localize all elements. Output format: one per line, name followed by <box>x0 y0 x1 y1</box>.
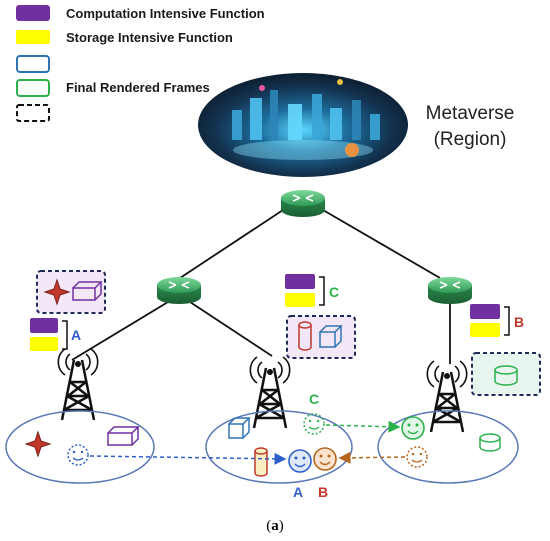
cell-right <box>377 410 519 484</box>
tower-left <box>57 348 99 421</box>
user-b-face-icon <box>313 447 337 471</box>
user-c-ghost-icon <box>303 413 325 435</box>
storage-block <box>285 293 315 307</box>
green-cylinder-icon <box>479 433 501 452</box>
tag-cloud-c: C <box>309 391 319 407</box>
tag-left-a: A <box>71 327 81 343</box>
link-core-right <box>322 209 441 279</box>
link-left-towerleft <box>71 301 169 361</box>
storage-block <box>470 323 500 337</box>
cell-left <box>5 410 155 484</box>
tower-right <box>426 360 468 433</box>
left-function-stack: A <box>30 318 81 351</box>
left-edge-server <box>36 270 106 314</box>
router-core <box>281 190 325 217</box>
user-b-ghost-icon <box>406 446 428 468</box>
right-edge-server <box>471 352 541 396</box>
metaverse-region: Metaverse (Region) <box>198 73 514 177</box>
user-c-face-icon <box>401 416 425 440</box>
purple-cube-icon <box>107 426 140 446</box>
star-icon <box>24 430 52 458</box>
link-core-left <box>179 209 284 279</box>
legend: Computation Intensive Function Storage I… <box>16 5 265 122</box>
blue-cube-icon <box>228 417 251 439</box>
middle-function-stack: C <box>285 274 339 307</box>
storage-block <box>30 337 58 351</box>
router-right <box>428 277 472 304</box>
cylinder-icon <box>298 321 312 351</box>
tag-users-b: B <box>318 484 328 500</box>
legend-green-box-label: Final Rendered Frames <box>66 80 210 95</box>
cylinder-icon <box>254 447 268 477</box>
tower-middle <box>249 356 291 429</box>
star-icon <box>43 278 71 306</box>
computation-block <box>285 274 315 289</box>
legend-storage-swatch <box>16 30 50 44</box>
legend-computation-label: Computation Intensive Function <box>66 6 265 21</box>
metaverse-title: Metaverse <box>426 103 515 124</box>
arrow-user-c-move <box>325 420 401 433</box>
computation-block <box>470 304 500 319</box>
cell-middle <box>205 410 353 484</box>
user-a-ghost-icon <box>67 444 89 466</box>
legend-dashed-box-swatch <box>16 104 50 122</box>
computation-block <box>30 318 58 333</box>
legend-computation-swatch <box>16 5 50 21</box>
right-function-stack: B <box>470 304 524 337</box>
tag-middle-c: C <box>329 284 339 300</box>
link-left-towermid <box>189 301 273 357</box>
metaverse-city-decor <box>232 79 380 160</box>
router-left <box>157 277 201 304</box>
arrow-user-b-move <box>338 451 406 464</box>
blue-cube-icon <box>319 325 343 348</box>
tag-right-b: B <box>514 314 524 330</box>
legend-storage-label: Storage Intensive Function <box>66 30 233 45</box>
legend-green-box-swatch <box>16 79 50 97</box>
figure-caption: (a) <box>266 518 284 534</box>
green-cylinder-icon <box>494 365 518 386</box>
middle-edge-server <box>286 315 356 359</box>
metaverse-subtitle: (Region) <box>434 129 507 150</box>
purple-cube-icon <box>72 281 103 301</box>
arrow-user-a-move <box>89 452 287 465</box>
user-a-face-icon <box>288 449 312 473</box>
network-links <box>71 209 451 364</box>
legend-blue-box-swatch <box>16 55 50 73</box>
tag-users-a: A <box>293 484 303 500</box>
